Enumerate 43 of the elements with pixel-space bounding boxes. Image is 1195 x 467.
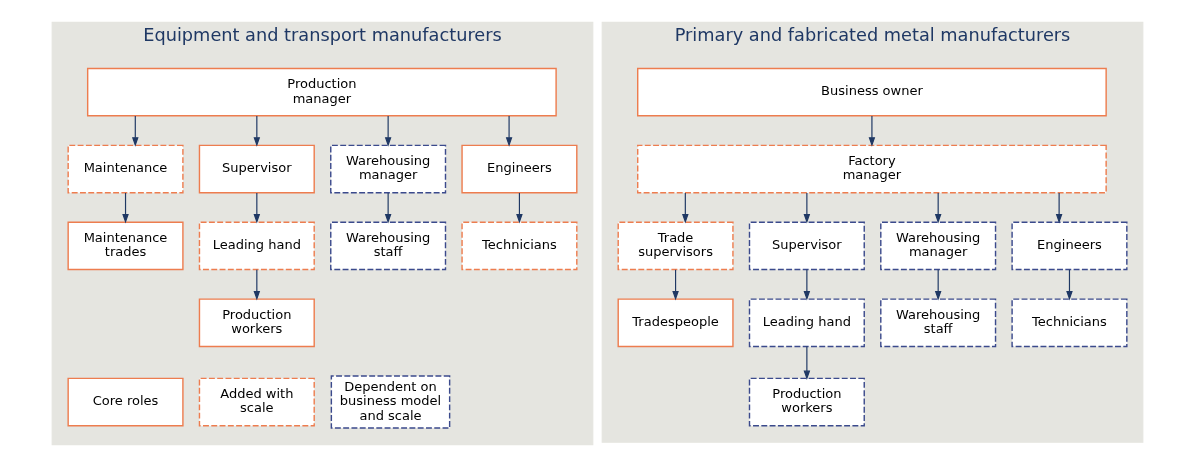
node-box: Added with scale xyxy=(198,377,315,427)
node-box: Core roles xyxy=(67,377,184,427)
arrow xyxy=(253,192,261,224)
node-box: Warehousing manager xyxy=(330,144,447,194)
arrow xyxy=(682,192,689,224)
arrow xyxy=(516,192,523,224)
arrow xyxy=(253,269,261,301)
arrow xyxy=(384,115,392,147)
node-box: Maintenance xyxy=(67,144,184,194)
node-box: Engineers xyxy=(461,144,578,194)
node-box: Supervisor xyxy=(748,221,865,271)
node-box: Warehousing staff xyxy=(330,221,447,271)
node-box: Trade supervisors xyxy=(617,221,734,271)
node-box: Production workers xyxy=(748,377,865,427)
node-box: Factory manager xyxy=(637,144,1107,194)
arrow xyxy=(1055,192,1063,224)
arrow xyxy=(934,192,942,224)
node-box: Supervisor xyxy=(198,144,315,194)
node-box: Technicians xyxy=(1011,298,1128,348)
node-box: Warehousing staff xyxy=(880,298,997,348)
arrow xyxy=(384,192,392,224)
node-box: Production workers xyxy=(198,298,315,348)
node-box: Business owner xyxy=(637,67,1107,117)
node-box: Maintenance trades xyxy=(67,221,184,271)
arrow xyxy=(1066,269,1073,301)
node-box: Leading hand xyxy=(748,298,865,348)
arrow xyxy=(505,115,513,147)
node-box: Dependent on business model and scale xyxy=(330,375,451,429)
arrow xyxy=(934,269,942,301)
arrow xyxy=(868,115,876,147)
arrow xyxy=(253,115,261,147)
arrow xyxy=(672,269,679,301)
node-box: Warehousing manager xyxy=(880,221,997,271)
arrow xyxy=(803,346,811,381)
node-box: Leading hand xyxy=(198,221,315,271)
node-box: Production manager xyxy=(86,67,557,117)
arrow xyxy=(122,192,129,224)
node-box: Engineers xyxy=(1011,221,1128,271)
arrow xyxy=(803,269,811,301)
node-box: Tradespeople xyxy=(617,298,734,348)
arrow xyxy=(803,192,811,224)
node-box: Technicians xyxy=(461,221,578,271)
arrow xyxy=(131,115,139,147)
